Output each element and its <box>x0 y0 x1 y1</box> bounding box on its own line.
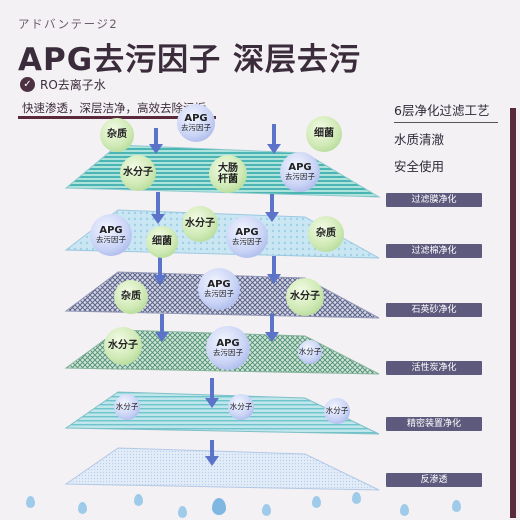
description: 快速渗透，深层洁净，高效去除污垢 <box>22 101 206 115</box>
layer-ro <box>64 447 380 491</box>
water-particle: 水分子 <box>104 327 142 365</box>
water-drop-icon <box>400 504 409 516</box>
water-drop-icon <box>26 496 35 508</box>
water-particle: 水分子 <box>182 206 218 242</box>
divider <box>394 122 498 123</box>
water-particle-small: 水分子 <box>324 398 350 424</box>
layer-tag: 精密装置净化 <box>386 417 482 431</box>
flow-arrows <box>149 124 281 466</box>
description-underline <box>18 116 216 119</box>
water-drop-icon <box>452 500 461 512</box>
water-drop-icon <box>352 492 361 504</box>
layer-tag: 过滤棉净化 <box>386 244 482 258</box>
layer-cotton <box>64 209 380 259</box>
layer-tag: 活性炭净化 <box>386 361 482 375</box>
water-particle: 水分子 <box>120 155 156 191</box>
ro-badge: ✓ RO去离子水 <box>20 76 106 93</box>
layer-tag: 石英砂净化 <box>386 303 482 317</box>
water-drop-icon <box>178 506 187 518</box>
water-drop-icon <box>312 496 321 508</box>
page-title: APG去污因子 深层去污 <box>18 42 361 78</box>
bacteria-particle: 细菌 <box>146 226 178 258</box>
water-particle: 水分子 <box>286 278 324 316</box>
water-particle-small: 水分子 <box>114 394 140 420</box>
brand-subtitle: アドバンテージ2 <box>18 17 119 31</box>
feature-list: 6层净化过滤工艺 水质清澈 安全使用 <box>394 100 498 183</box>
accent-bar <box>510 108 516 518</box>
feature-item: 水质清澈 <box>394 132 445 147</box>
bacteria-particle: 细菌 <box>306 116 342 152</box>
check-icon: ✓ <box>20 77 35 92</box>
water-drop-icon <box>134 494 143 506</box>
water-particle-small: 水分子 <box>228 394 254 420</box>
ecoli-particle: 大肠杆菌 <box>209 155 247 193</box>
ro-label: RO去离子水 <box>40 78 106 92</box>
feature-item: 安全使用 <box>394 159 445 174</box>
water-drop-icon <box>212 498 226 515</box>
impurity-particle: 杂质 <box>100 118 134 152</box>
layer-tag: 过滤膜净化 <box>386 193 482 207</box>
water-drop-icon <box>262 504 271 516</box>
water-particle-small: 水分子 <box>298 340 322 364</box>
layer-tag: 反渗透 <box>386 473 482 487</box>
feature-item: 6层净化过滤工艺 <box>394 103 490 118</box>
impurity-particle: 杂质 <box>114 280 148 314</box>
impurity-particle: 杂质 <box>308 216 344 252</box>
water-drop-icon <box>78 502 87 514</box>
